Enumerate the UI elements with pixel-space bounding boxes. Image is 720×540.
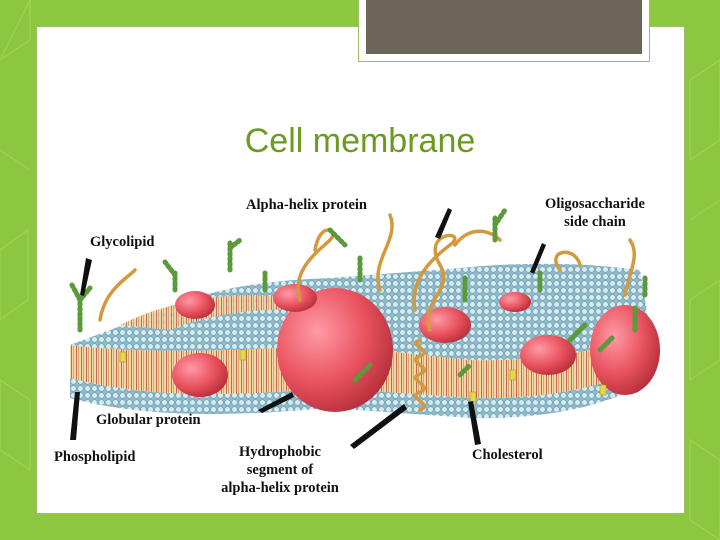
label-oligosaccharide-line2: side chain — [564, 214, 626, 230]
label-hydrophobic-line1: Hydrophobic — [239, 444, 321, 460]
cholesterol-molecules — [119, 349, 607, 403]
label-oligosaccharide-line1: Oligosaccharide — [545, 196, 645, 212]
label-phospholipid: Phospholipid — [54, 449, 136, 465]
label-alpha-helix-protein: Alpha-helix protein — [246, 197, 367, 213]
alpha-helix-proteins — [98, 213, 636, 412]
globular-proteins — [172, 284, 660, 412]
label-cholesterol: Cholesterol — [472, 447, 543, 463]
label-globular-protein: Globular protein — [96, 412, 201, 428]
oligosaccharide-chains — [69, 207, 648, 383]
label-pointers — [70, 208, 546, 449]
label-glycolipid: Glycolipid — [90, 234, 155, 250]
decorative-tab-fill — [366, 0, 642, 54]
label-hydrophobic-line2: segment of — [246, 462, 314, 478]
decorative-tab — [358, 0, 650, 62]
slide-title: Cell membrane — [244, 122, 476, 160]
label-oligosaccharide-side-chain: Oligosaccharide side chain — [500, 195, 690, 231]
label-hydrophobic-line3: alpha-helix protein — [221, 480, 339, 496]
label-hydrophobic-segment: Hydrophobic segment of alpha-helix prote… — [180, 443, 380, 497]
